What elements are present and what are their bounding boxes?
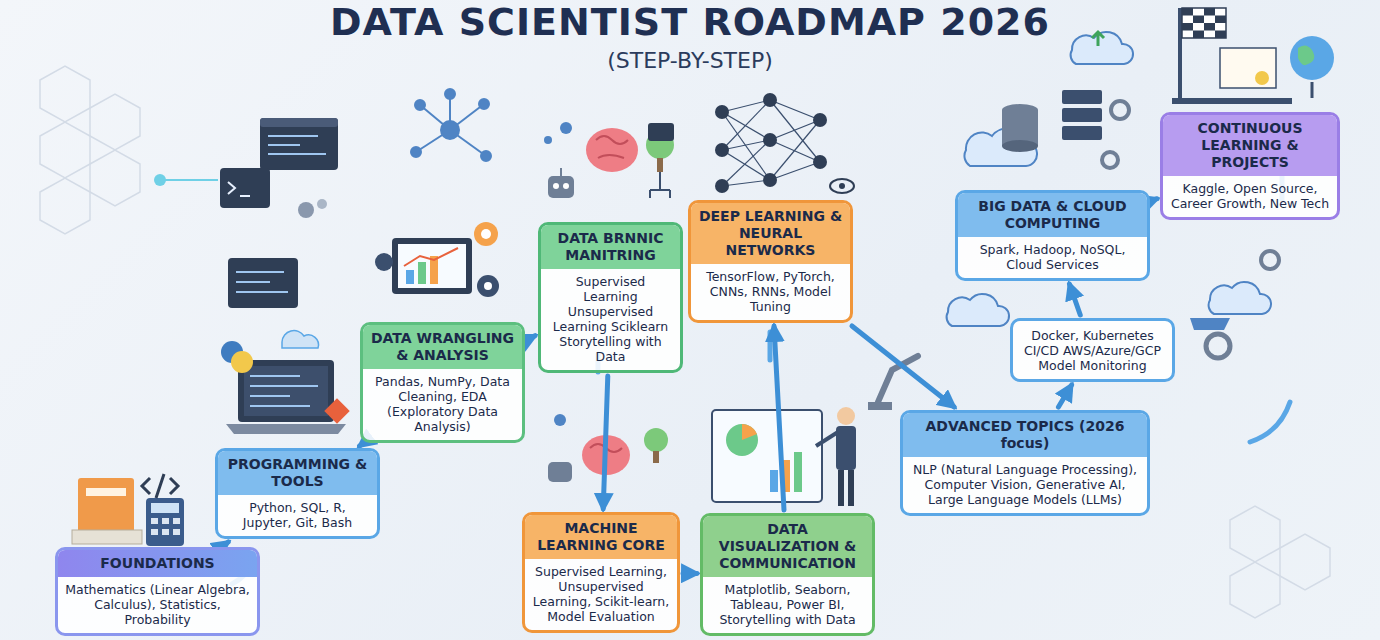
- stage-heading: MACHINE LEARNING CORE: [525, 515, 677, 559]
- flow-arrow: [683, 571, 697, 576]
- stage-box: DATA BRNNIC MANITRINGSupervised Learning…: [538, 222, 683, 373]
- stage-box: DATA WRANGLING & ANALYSISPandas, NumPy, …: [360, 322, 525, 443]
- diagram-title: DATA SCIENTIST ROADMAP 2026: [0, 0, 1380, 44]
- flow-arrow: [225, 542, 228, 544]
- stage-topics: Kaggle, Open Source, Career Growth, New …: [1163, 176, 1337, 211]
- stage-topics: Pandas, NumPy, Data Cleaning, EDA (Explo…: [363, 369, 522, 434]
- stage-topics: NLP (Natural Language Processing), Compu…: [903, 457, 1147, 507]
- stage-topics: Supervised Learning, Unsupervised Learni…: [525, 559, 677, 624]
- stage-heading: PROGRAMMING & TOOLS: [218, 451, 377, 495]
- stage-topics: Docker, Kubernetes CI/CD AWS/Azure/GCP M…: [1013, 321, 1172, 373]
- flow-arrow: [528, 336, 535, 340]
- stage-heading: DEEP LEARNING & NEURAL NETWORKS: [691, 203, 850, 264]
- stage-heading: DATA WRANGLING & ANALYSIS: [363, 325, 522, 369]
- stage-box: DATA VISUALIZATION & COMMUNICATIONMatplo…: [700, 513, 875, 636]
- stage-box: MACHINE LEARNING CORESupervised Learning…: [522, 512, 680, 633]
- stage-box: ADVANCED TOPICS (2026 focus)NLP (Natural…: [900, 410, 1150, 516]
- stage-topics: Mathematics (Linear Algebra, Calculus), …: [58, 577, 257, 627]
- stage-topics: Matplotlib, Seaborn, Tableau, Power BI, …: [703, 577, 872, 627]
- flow-arrow: [1153, 199, 1157, 200]
- stage-heading: FOUNDATIONS: [58, 550, 257, 577]
- flow-arrow: [1058, 385, 1071, 407]
- stage-topics: Spark, Hadoop, NoSQL, Cloud Services: [958, 237, 1147, 272]
- flow-arrow: [774, 326, 784, 510]
- stage-box: BIG DATA & CLOUD COMPUTINGSpark, Hadoop,…: [955, 190, 1150, 281]
- flow-arrow: [603, 376, 608, 509]
- stage-heading: BIG DATA & CLOUD COMPUTING: [958, 193, 1147, 237]
- flow-arrow: [360, 445, 361, 446]
- stage-box: DEEP LEARNING & NEURAL NETWORKSTensorFlo…: [688, 200, 853, 323]
- stage-box: PROGRAMMING & TOOLSPython, SQL, R, Jupyt…: [215, 448, 380, 539]
- subtitle: (STEP-BY-STEP): [0, 48, 1380, 73]
- stage-box: Docker, Kubernetes CI/CD AWS/Azure/GCP M…: [1010, 318, 1175, 382]
- stage-heading: ADVANCED TOPICS (2026 focus): [903, 413, 1147, 457]
- stage-topics: Python, SQL, R, Jupyter, Git, Bash: [218, 495, 377, 530]
- stage-heading: CONTINUOUS LEARNING & PROJECTS: [1163, 115, 1337, 176]
- stage-heading: DATA VISUALIZATION & COMMUNICATION: [703, 516, 872, 577]
- stage-box: FOUNDATIONSMathematics (Linear Algebra, …: [55, 547, 260, 636]
- flow-arrow: [852, 326, 954, 407]
- stage-heading: DATA BRNNIC MANITRING: [541, 225, 680, 269]
- stage-topics: Supervised Learning Unsupervised Learnin…: [541, 269, 680, 364]
- stage-box: CONTINUOUS LEARNING & PROJECTSKaggle, Op…: [1160, 112, 1340, 220]
- flow-arrow: [1069, 284, 1080, 315]
- stage-topics: TensorFlow, PyTorch, CNNs, RNNs, Model T…: [691, 264, 850, 314]
